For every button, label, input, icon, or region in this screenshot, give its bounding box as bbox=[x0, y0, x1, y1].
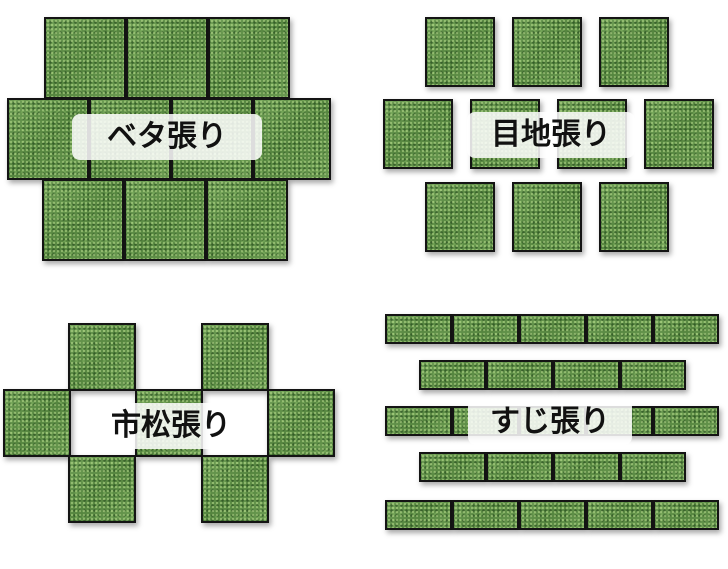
grass-tile bbox=[553, 452, 620, 482]
grass-tile bbox=[452, 500, 519, 530]
grass-tile bbox=[68, 323, 136, 391]
grass-tile bbox=[644, 99, 714, 169]
grass-tile bbox=[586, 500, 653, 530]
grass-tile bbox=[419, 360, 486, 390]
grass-tile bbox=[599, 17, 669, 87]
grass-tile bbox=[385, 314, 452, 344]
grass-tile bbox=[553, 360, 620, 390]
grass-tile bbox=[452, 314, 519, 344]
grass-tile bbox=[419, 452, 486, 482]
grass-tile bbox=[486, 452, 553, 482]
grass-tile bbox=[42, 179, 124, 261]
grass-tile bbox=[383, 99, 453, 169]
pattern-label-suji: すじ張り bbox=[468, 399, 632, 445]
grass-tile bbox=[126, 17, 208, 99]
grass-tile bbox=[253, 98, 331, 180]
grass-tile bbox=[124, 179, 206, 261]
grass-tile bbox=[208, 17, 290, 99]
grass-tile bbox=[519, 314, 586, 344]
grass-tile bbox=[44, 17, 126, 99]
grass-tile bbox=[512, 17, 582, 87]
grass-tile bbox=[620, 452, 686, 482]
grass-tile bbox=[201, 455, 269, 523]
grass-tile bbox=[653, 314, 719, 344]
pattern-label-beta: ベタ張り bbox=[72, 114, 262, 160]
grass-tile bbox=[385, 500, 452, 530]
grass-tile bbox=[267, 389, 335, 457]
grass-tile bbox=[206, 179, 288, 261]
grass-tile bbox=[425, 182, 495, 252]
grass-tile bbox=[653, 500, 719, 530]
grass-tile bbox=[599, 182, 669, 252]
grass-tile bbox=[425, 17, 495, 87]
grass-tile bbox=[519, 500, 586, 530]
pattern-label-ichimatsu: 市松張り bbox=[95, 403, 247, 449]
grass-tile bbox=[3, 389, 71, 457]
grass-tile bbox=[385, 406, 452, 436]
grass-tile bbox=[68, 455, 136, 523]
grass-tile bbox=[486, 360, 553, 390]
grass-tile bbox=[620, 360, 686, 390]
grass-tile bbox=[653, 406, 719, 436]
pattern-label-mejiri: 目地張り bbox=[467, 112, 635, 158]
grass-tile bbox=[201, 323, 269, 391]
grass-tile bbox=[586, 314, 653, 344]
grass-tile bbox=[512, 182, 582, 252]
